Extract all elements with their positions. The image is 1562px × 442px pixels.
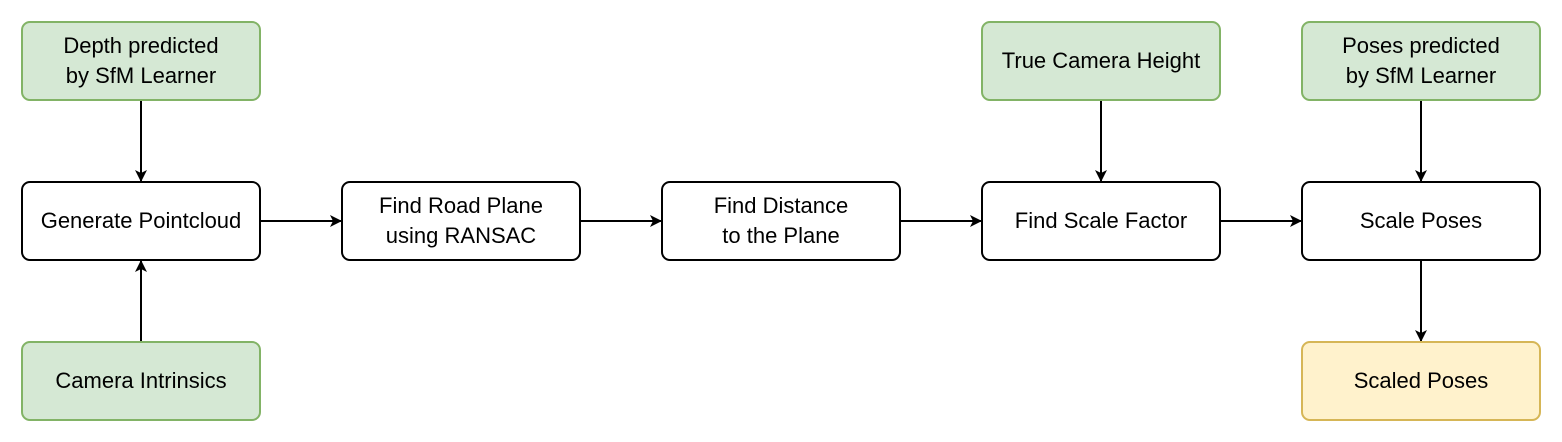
camera-intrinsics-label: Camera Intrinsics (55, 368, 227, 393)
camera-intrinsics-node: Camera Intrinsics (21, 341, 261, 421)
find-road-plane-line1: Find Road Plane (379, 193, 543, 218)
find-distance-line1: Find Distance (713, 193, 849, 218)
find-distance-node: Find Distance to the Plane (661, 181, 901, 261)
depth-predicted-line1: Depth predicted (63, 33, 219, 58)
depth-predicted-line2: by SfM Learner (65, 63, 217, 88)
find-road-plane-node: Find Road Plane using RANSAC (341, 181, 581, 261)
scaled-poses-node: Scaled Poses (1301, 341, 1541, 421)
find-distance-line2: to the Plane (722, 223, 840, 248)
poses-predicted-node: Poses predicted by SfM Learner (1301, 21, 1541, 101)
generate-pointcloud-label: Generate Pointcloud (40, 208, 242, 233)
scale-poses-node: Scale Poses (1301, 181, 1541, 261)
find-scale-factor-label: Find Scale Factor (1014, 208, 1188, 233)
depth-predicted-node: Depth predicted by SfM Learner (21, 21, 261, 101)
generate-pointcloud-node: Generate Pointcloud (21, 181, 261, 261)
poses-predicted-line1: Poses predicted (1342, 33, 1500, 58)
scale-poses-label: Scale Poses (1359, 208, 1483, 233)
scaled-poses-label: Scaled Poses (1353, 368, 1489, 393)
true-camera-height-node: True Camera Height (981, 21, 1221, 101)
true-camera-height-label: True Camera Height (1001, 48, 1201, 73)
poses-predicted-line2: by SfM Learner (1345, 63, 1497, 88)
find-road-plane-line2: using RANSAC (385, 223, 537, 248)
find-scale-factor-node: Find Scale Factor (981, 181, 1221, 261)
